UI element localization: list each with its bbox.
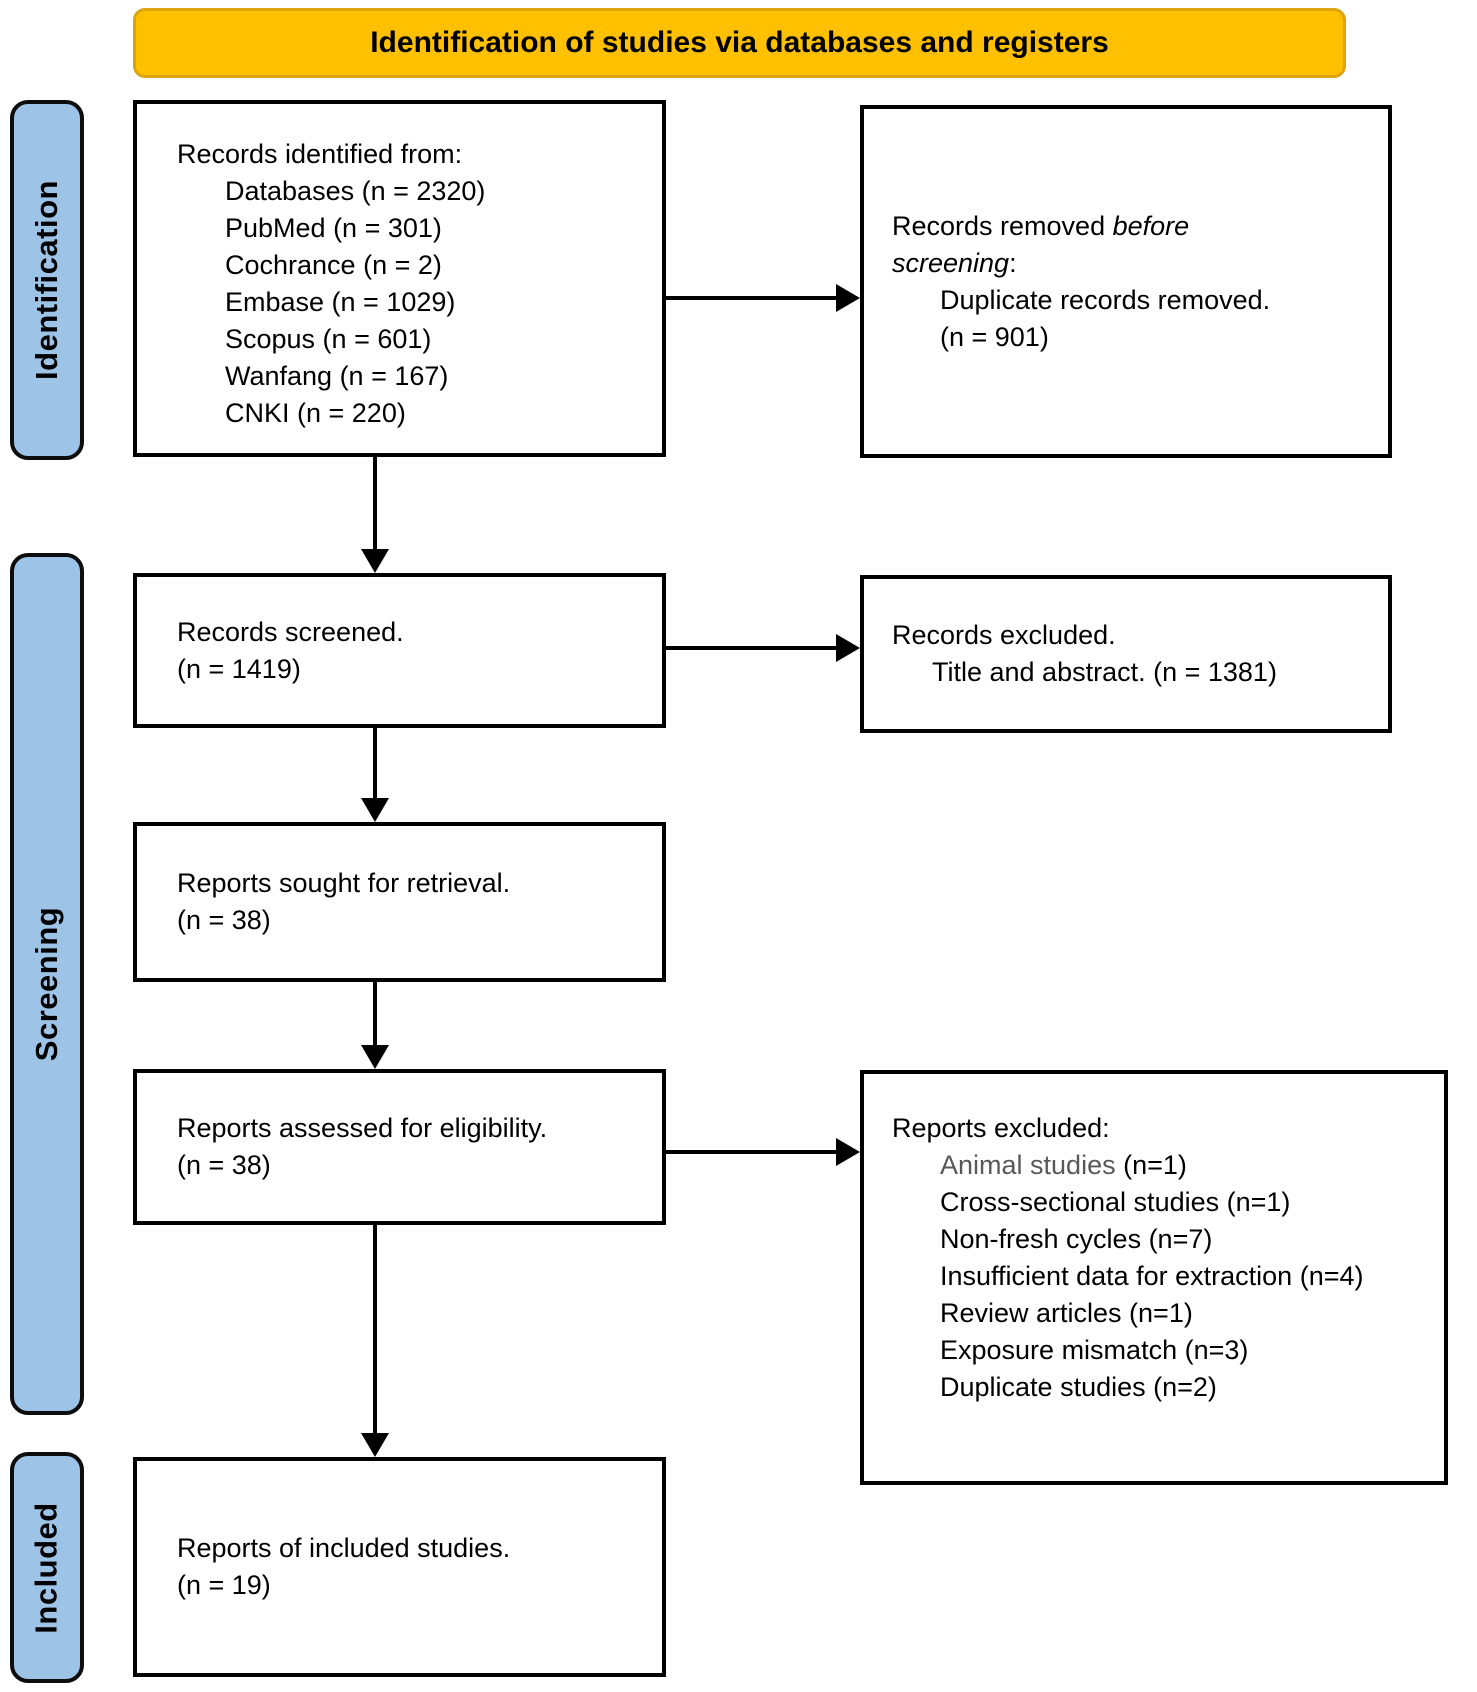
banner-title-text: Identification of studies via databases … bbox=[370, 26, 1109, 59]
stage-tab-screening-label: Screening bbox=[29, 906, 65, 1062]
reports-assessed-line2: (n = 38) bbox=[177, 1150, 271, 1180]
records-removed-colon: : bbox=[1009, 247, 1017, 278]
reports-included-line2: (n = 19) bbox=[177, 1570, 271, 1600]
arrow-assessed-to-excluded-line bbox=[666, 1150, 838, 1154]
records-removed-italic2: screening bbox=[892, 247, 1010, 278]
box-reports-assessed: Reports assessed for eligibility. (n = 3… bbox=[133, 1069, 666, 1225]
banner-title: Identification of studies via databases … bbox=[133, 8, 1346, 78]
records-screened-line1: Records screened. bbox=[177, 616, 404, 647]
reports-excluded-title: Reports excluded: bbox=[892, 1113, 1110, 1143]
box-records-identified: Records identified from: Databases (n = … bbox=[133, 100, 666, 457]
reports-included-line1: Reports of included studies. bbox=[177, 1533, 511, 1563]
arrow-sought-to-assessed-head bbox=[361, 1045, 389, 1069]
box-records-excluded: Records excluded. Title and abstract. (n… bbox=[860, 575, 1392, 733]
box-records-removed: Records removed before screening: Duplic… bbox=[860, 105, 1392, 458]
records-identified-item: Databases (n = 2320) bbox=[225, 176, 486, 206]
records-identified-item: CNKI (n = 220) bbox=[225, 398, 406, 428]
reports-excluded-item0-muted: Animal studies bbox=[940, 1150, 1116, 1180]
records-identified-item: Cochrance (n = 2) bbox=[225, 250, 442, 280]
arrow-identified-to-screened-line bbox=[373, 457, 377, 552]
records-excluded-detail: Title and abstract. (n = 1381) bbox=[932, 657, 1277, 687]
box-records-screened: Records screened. (n = 1419) bbox=[133, 573, 666, 728]
box-reports-sought: Reports sought for retrieval. (n = 38) bbox=[133, 822, 666, 982]
records-screened-line2: (n = 1419) bbox=[177, 653, 301, 684]
reports-excluded-item: Review articles (n=1) bbox=[940, 1298, 1193, 1328]
records-removed-title-line1: Records removed before bbox=[892, 208, 1374, 245]
stage-tab-identification: Identification bbox=[10, 100, 84, 460]
reports-excluded-item: Animal studies (n=1) bbox=[892, 1147, 1418, 1184]
reports-assessed-line1: Reports assessed for eligibility. bbox=[177, 1113, 548, 1143]
reports-excluded-item: Insufficient data for extraction (n=4) bbox=[940, 1261, 1364, 1291]
records-identified-item: Wanfang (n = 167) bbox=[225, 361, 449, 391]
arrow-identified-to-screened-head bbox=[361, 549, 389, 573]
stage-tab-screening: Screening bbox=[10, 553, 84, 1415]
reports-excluded-item: Cross-sectional studies (n=1) bbox=[940, 1187, 1291, 1217]
records-removed-italic1: before bbox=[1112, 210, 1190, 241]
reports-sought-line1: Reports sought for retrieval. bbox=[177, 868, 511, 898]
records-removed-prefix: Records removed bbox=[892, 210, 1106, 241]
arrow-screened-to-sought-line bbox=[373, 728, 377, 801]
box-reports-included: Reports of included studies. (n = 19) bbox=[133, 1457, 666, 1677]
arrow-assessed-to-excluded-head bbox=[836, 1138, 860, 1166]
records-removed-title-line2: screening: bbox=[892, 245, 1374, 282]
stage-tab-identification-label: Identification bbox=[29, 180, 65, 380]
records-removed-item: Duplicate records removed. bbox=[940, 284, 1271, 315]
reports-excluded-item: Exposure mismatch (n=3) bbox=[940, 1335, 1249, 1365]
reports-excluded-item: Duplicate studies (n=2) bbox=[940, 1372, 1217, 1402]
arrow-assessed-to-included-head bbox=[361, 1433, 389, 1457]
box-reports-excluded: Reports excluded: Animal studies (n=1) C… bbox=[860, 1070, 1448, 1485]
records-removed-item: (n = 901) bbox=[940, 321, 1049, 352]
records-identified-item: Embase (n = 1029) bbox=[225, 287, 456, 317]
records-identified-title: Records identified from: bbox=[177, 139, 463, 169]
reports-sought-line2: (n = 38) bbox=[177, 905, 271, 935]
arrow-identified-to-removed-head bbox=[836, 284, 860, 312]
reports-excluded-item0-rest: (n=1) bbox=[1123, 1150, 1187, 1180]
records-identified-item: Scopus (n = 601) bbox=[225, 324, 432, 354]
arrow-assessed-to-included-line bbox=[373, 1225, 377, 1436]
arrow-sought-to-assessed-line bbox=[373, 982, 377, 1048]
stage-tab-included: Included bbox=[10, 1452, 84, 1683]
arrow-identified-to-removed-line bbox=[666, 296, 838, 300]
arrow-screened-to-excluded-line bbox=[666, 646, 838, 650]
arrow-screened-to-sought-head bbox=[361, 798, 389, 822]
reports-excluded-item: Non-fresh cycles (n=7) bbox=[940, 1224, 1213, 1254]
stage-tab-included-label: Included bbox=[29, 1501, 65, 1634]
records-excluded-title: Records excluded. bbox=[892, 620, 1116, 650]
arrow-screened-to-excluded-head bbox=[836, 634, 860, 662]
records-identified-item: PubMed (n = 301) bbox=[225, 213, 442, 243]
